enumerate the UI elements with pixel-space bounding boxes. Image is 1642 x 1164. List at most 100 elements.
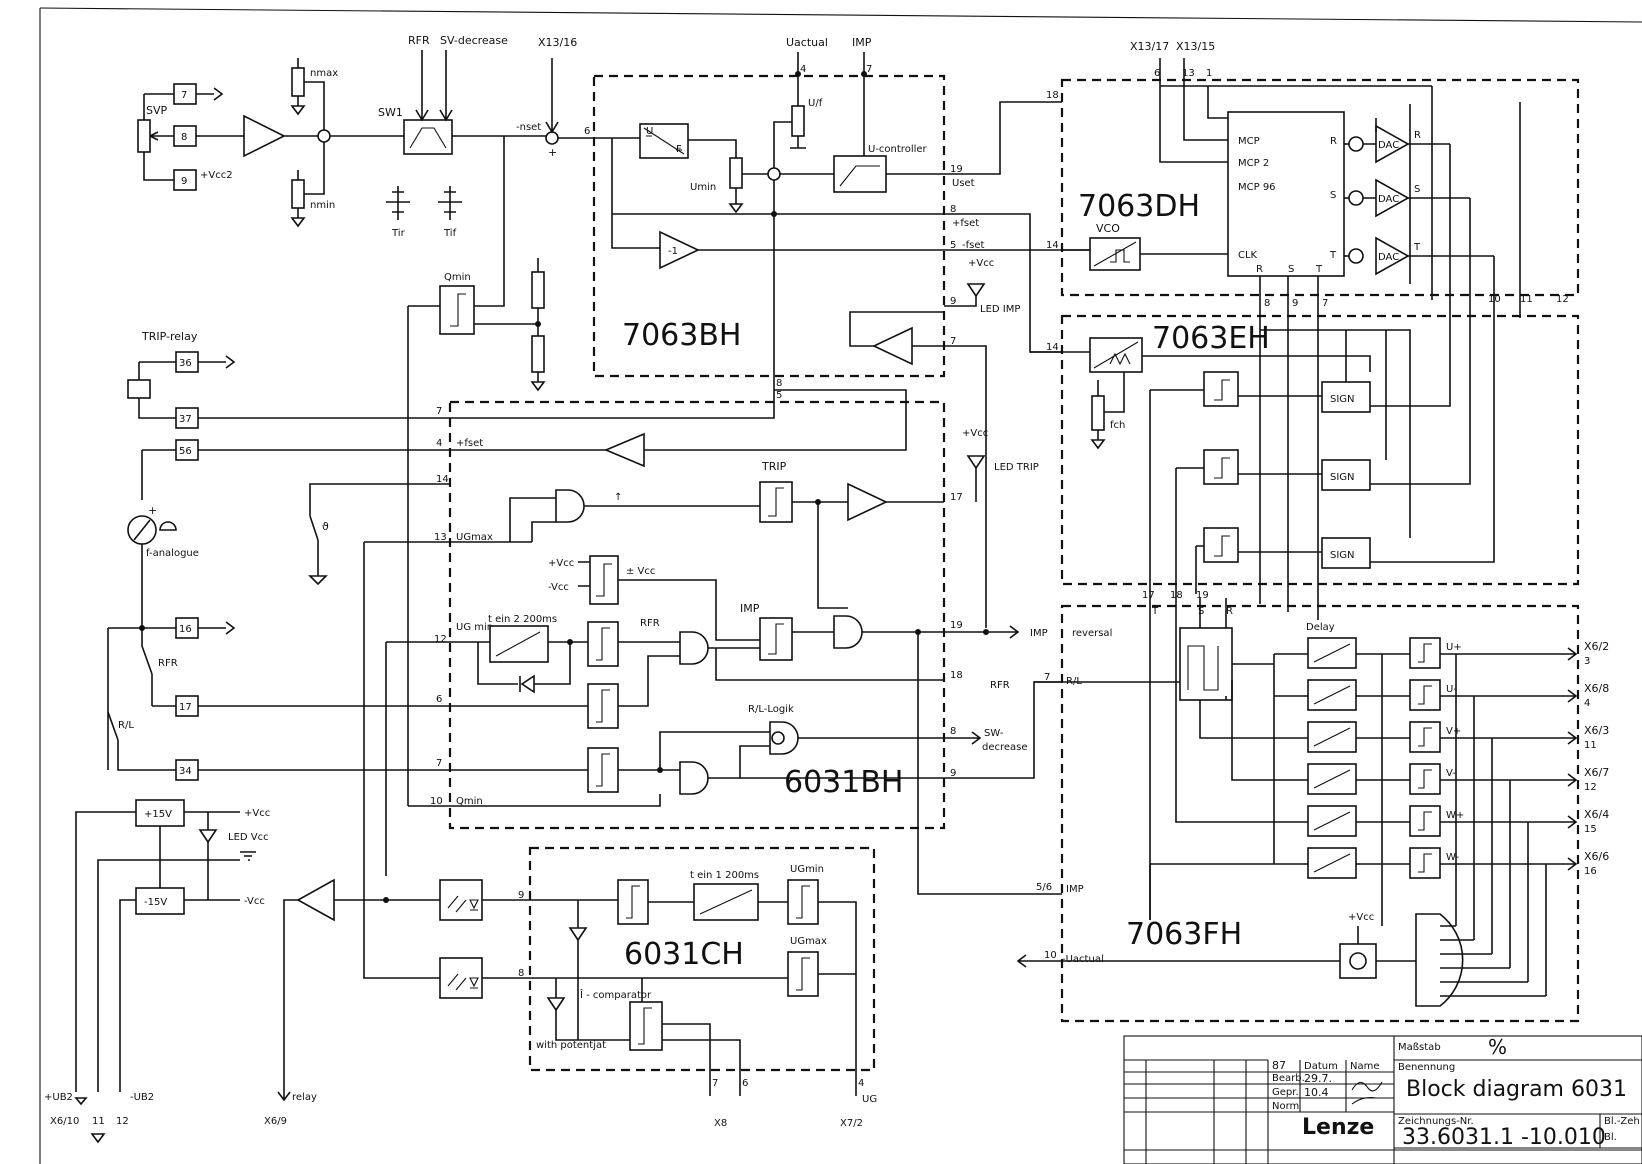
summing-node-1	[317, 129, 331, 143]
svg-text:U-: U-	[1446, 684, 1457, 695]
label-x13-16: X13/16	[538, 36, 577, 49]
pin-10-dh: 10	[1488, 294, 1501, 305]
tb-massstab-value: %	[1488, 1035, 1507, 1059]
pin-s-fh: S	[1198, 606, 1204, 617]
tb-date2: 10.4	[1304, 1086, 1329, 1099]
label-vcc2: +Vcc2	[200, 170, 233, 181]
rl-switch	[107, 711, 176, 771]
and-gate-rfr	[679, 631, 709, 665]
ugmax-comparator	[787, 951, 819, 997]
reversal-in	[1199, 598, 1227, 628]
meter-plus: +	[148, 504, 157, 517]
pin-5b-bh: 5	[776, 390, 782, 401]
sw1-ramp-block	[403, 119, 453, 155]
label-nmin: nmin	[310, 200, 335, 211]
ch-comparator-1-shape	[626, 885, 640, 919]
svg-text:R: R	[1414, 130, 1421, 141]
umin-pot	[729, 157, 743, 189]
pin-17-6031: 17	[950, 492, 963, 503]
label-reversal: reversal	[1072, 628, 1112, 639]
tb-bearb-label: Bearb.	[1272, 1073, 1305, 1084]
label-minus-vcc: -Vcc	[548, 582, 569, 593]
label-led-imp: LED IMP	[980, 304, 1020, 315]
terminal-37-label: 37	[179, 414, 192, 425]
tb-norm-label: Norm	[1272, 1101, 1299, 1112]
svp-potentiometer	[137, 119, 151, 153]
pin-14-6031: 14	[436, 474, 449, 485]
svg-text:12: 12	[1584, 782, 1597, 793]
svg-text:S: S	[1414, 184, 1420, 195]
pin-8-eh: 8	[1264, 298, 1270, 309]
label-tir: Tir	[391, 228, 406, 239]
tb-name-label: Name	[1350, 1061, 1380, 1072]
relay-driver-amp	[296, 878, 335, 922]
label-mcp-tb: T	[1315, 264, 1323, 275]
terminal-36-label: 36	[179, 358, 192, 369]
fh-distribution	[1149, 594, 1275, 920]
tb-title: Block diagram 6031	[1406, 1077, 1627, 1102]
temp-switch	[308, 483, 450, 586]
fch-wiring	[1090, 372, 1125, 450]
pin-6-x8: 6	[742, 1078, 748, 1089]
ch-diode-1	[568, 927, 588, 942]
trip-to-imp-and	[817, 502, 848, 609]
label-u-controller: U-controller	[868, 144, 928, 155]
comparator-eh-2	[1203, 449, 1239, 485]
label-ug: UG	[862, 1094, 877, 1105]
label-mcp2: MCP 2	[1238, 158, 1269, 169]
imp-down-line	[944, 345, 987, 628]
meter-symbol	[159, 521, 177, 531]
temp-symbol: ϑ	[322, 520, 329, 533]
title-block: Maßstab % Benennung Block diagram 6031 Z…	[1123, 1035, 1642, 1164]
nmax-wiring	[290, 58, 325, 130]
dac-t: DAC T	[1344, 236, 1494, 276]
label-ugmax2: UGmax	[790, 936, 827, 947]
label-ugmin2: UGmin	[790, 864, 824, 875]
module-label-7063bh: 7063BH	[622, 318, 742, 353]
pin-8-bh: 8	[950, 204, 956, 215]
comp17-to-and	[618, 655, 680, 707]
label-x13-15: X13/15	[1176, 40, 1215, 53]
vcc-monitor-shape	[596, 563, 612, 597]
svg-text:DAC: DAC	[1378, 140, 1399, 151]
label-trip: TRIP	[761, 460, 787, 473]
u-controller-block	[833, 155, 887, 193]
svg-text:16: 16	[1584, 866, 1597, 877]
terminal-34-label: 34	[179, 766, 192, 777]
node-relay	[383, 897, 389, 903]
tir-symbol	[386, 186, 410, 220]
qmin-comparator	[439, 285, 475, 335]
module-label-6031ch: 6031CH	[624, 937, 744, 972]
rfr-comparator	[587, 621, 619, 667]
sign-row-3: SIGN	[1195, 527, 1371, 594]
pin-8-ch: 8	[518, 968, 524, 979]
terminal-7-label: 7	[181, 90, 187, 101]
sw-decrease-out	[798, 731, 982, 745]
svg-text:X6/6: X6/6	[1584, 850, 1609, 863]
pin-5-6-fh: 5/6	[1036, 882, 1052, 893]
label-minus15v: -15V	[144, 897, 167, 908]
label-rfr-switch: RFR	[158, 658, 178, 669]
label-nset: -nset	[516, 122, 541, 133]
comparator-34	[587, 747, 619, 793]
pin-17-eh: 17	[1142, 590, 1155, 601]
sw1-control-inputs	[415, 50, 453, 122]
svg-text:11: 11	[1584, 740, 1597, 751]
ugmin-comparator-shape	[796, 885, 810, 919]
sign-1-block	[1321, 381, 1371, 413]
pin-8-5-bh: 8	[776, 378, 782, 389]
label-sw-decrease1: SW-	[984, 728, 1004, 739]
uf-converter-shape	[643, 127, 685, 155]
label-ub2m: -UB2	[130, 1092, 154, 1103]
label-x7-2: X7/2	[840, 1118, 863, 1129]
tb-datum-label: Datum	[1304, 1061, 1338, 1072]
svg-text:4: 4	[1584, 698, 1590, 709]
label-with-potentiometer: with potentjat	[536, 1040, 606, 1051]
label-svp: SVP	[146, 104, 168, 117]
svg-text:SIGN: SIGN	[1330, 472, 1355, 483]
label-ub2p: +UB2	[44, 1092, 73, 1103]
relay-wiring	[277, 899, 440, 1102]
uf-pot-to-sum	[773, 121, 792, 168]
node-uactual	[795, 71, 801, 77]
